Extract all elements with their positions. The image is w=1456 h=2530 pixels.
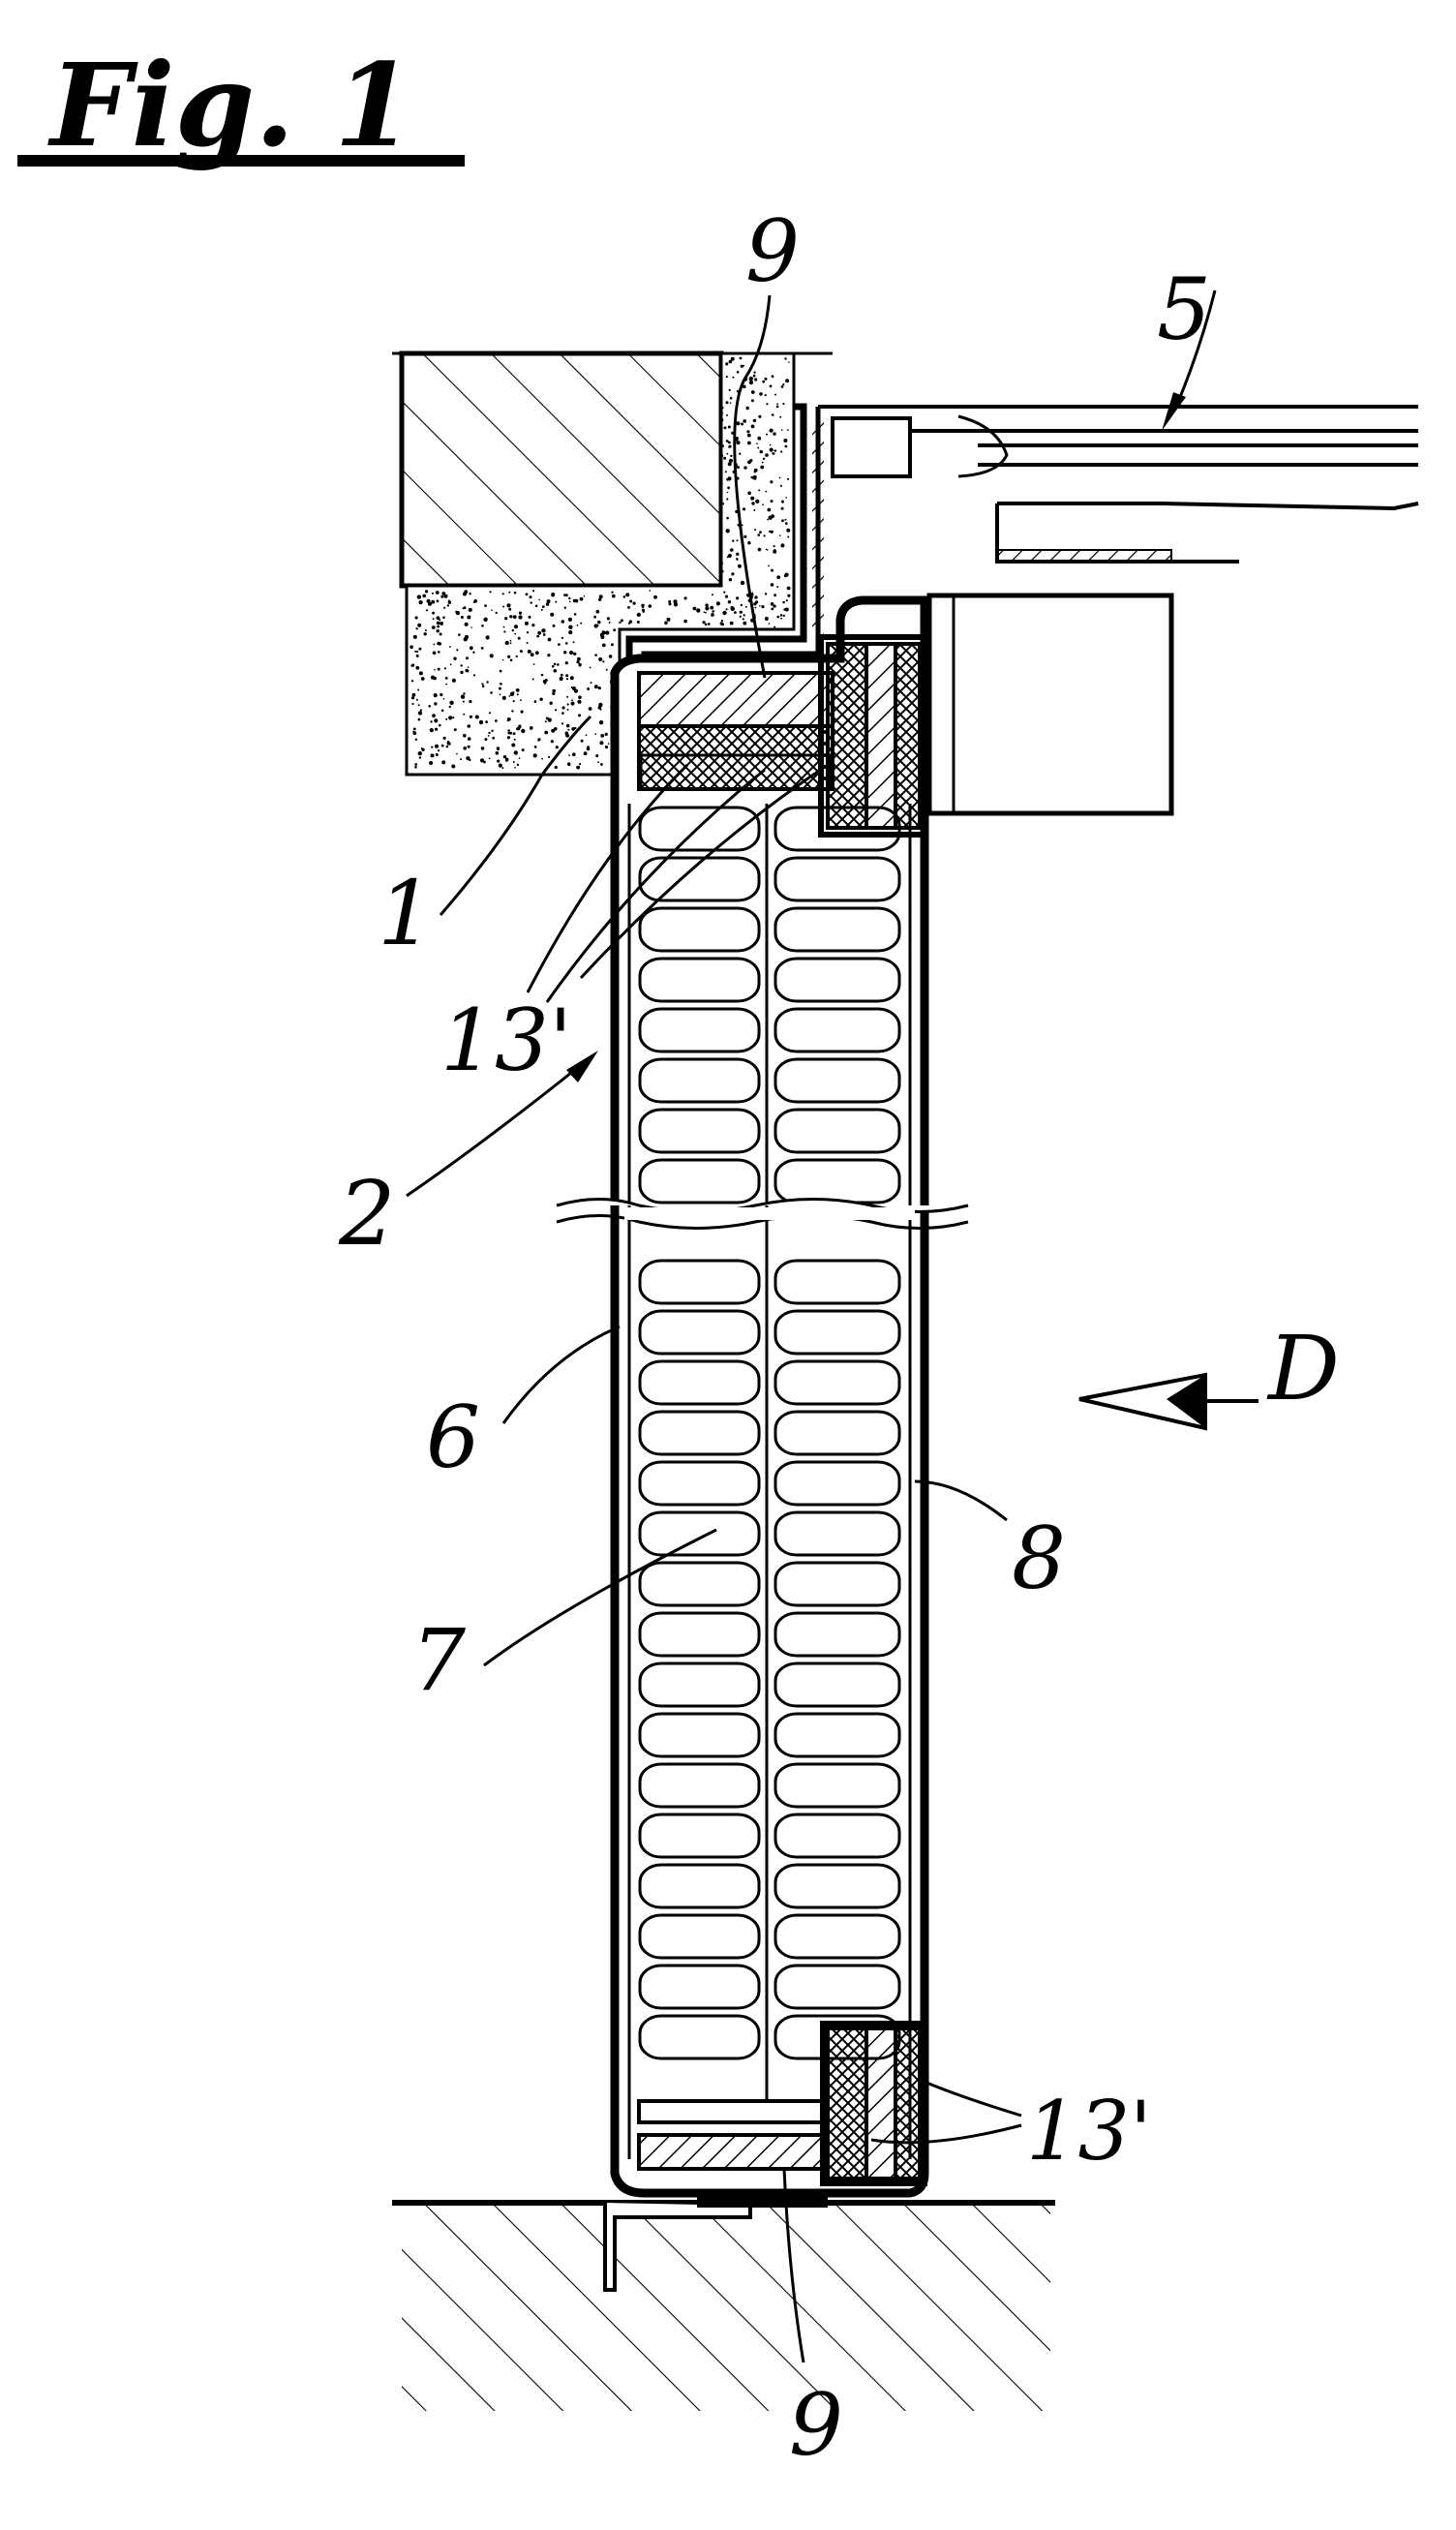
label-7: 7 bbox=[411, 1610, 466, 1710]
floor-slab bbox=[392, 2196, 1055, 2411]
label-9-top: 9 bbox=[745, 201, 800, 301]
label-8: 8 bbox=[1012, 1509, 1066, 1608]
label-13-top: 13' bbox=[440, 991, 572, 1090]
label-1: 1 bbox=[378, 862, 435, 965]
transom-rail bbox=[929, 595, 1171, 813]
label-9-bottom: 9 bbox=[789, 2375, 843, 2475]
bottom-edge-profile-9 bbox=[639, 2101, 828, 2169]
top-edge-profile-9 bbox=[639, 673, 833, 789]
label-13-bottom: 13' bbox=[1026, 2084, 1152, 2179]
label-D: D bbox=[1266, 1317, 1340, 1420]
label-2: 2 bbox=[338, 1162, 396, 1265]
sealing-strip-13-bottom bbox=[823, 2024, 925, 2183]
label-6: 6 bbox=[426, 1387, 480, 1487]
label-5: 5 bbox=[1157, 259, 1211, 359]
glazing-bar-5 bbox=[818, 407, 1418, 562]
direction-arrow-D bbox=[1079, 1375, 1259, 1428]
sealing-strip-13-top bbox=[821, 637, 925, 835]
door-leaf-2 bbox=[615, 600, 925, 2193]
svg-text:Fig. 1: Fig. 1 bbox=[47, 38, 413, 172]
figure-title: Fig. 1 bbox=[17, 38, 465, 172]
